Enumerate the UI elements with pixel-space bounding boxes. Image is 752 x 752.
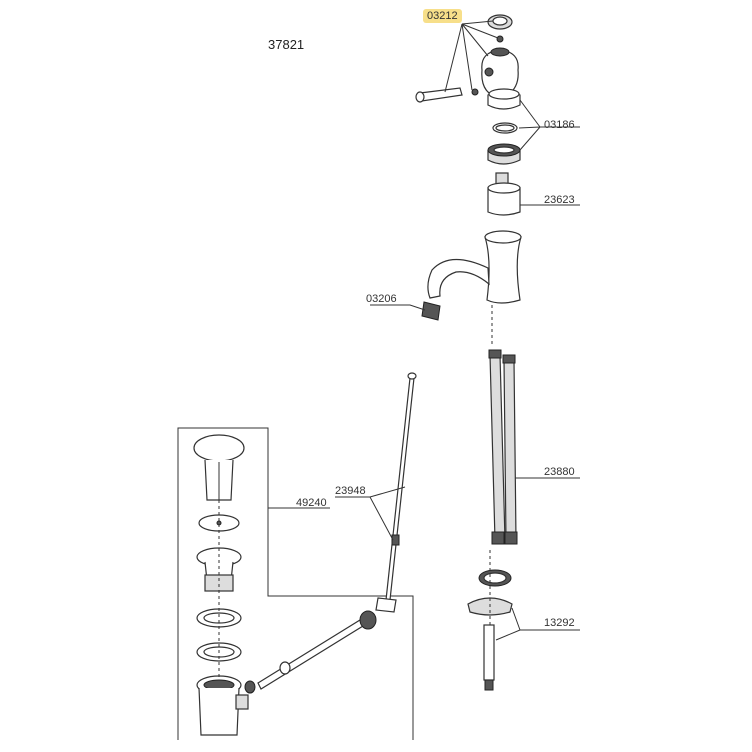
part-label-03206[interactable]: 03206 <box>366 293 397 305</box>
part-label-23948[interactable]: 23948 <box>335 485 366 497</box>
lift-rod[interactable] <box>375 372 417 613</box>
part-label-03212[interactable]: 03212 <box>423 9 462 23</box>
drain-assembly-box <box>177 427 414 740</box>
part-label-03186[interactable]: 03186 <box>544 119 575 131</box>
flex-hoses[interactable] <box>488 349 518 545</box>
faucet-body[interactable] <box>427 230 522 345</box>
part-label-13292[interactable]: 13292 <box>544 617 575 629</box>
aerator[interactable] <box>421 301 441 321</box>
part-label-23623[interactable]: 23623 <box>544 194 575 206</box>
part-label-49240[interactable]: 49240 <box>296 497 327 509</box>
cartridge[interactable] <box>487 172 521 216</box>
model-number: 37821 <box>268 37 305 52</box>
pop-up-drain[interactable] <box>193 434 377 736</box>
part-label-23880[interactable]: 23880 <box>544 466 575 478</box>
bonnet-rings[interactable] <box>487 88 521 165</box>
mounting-hardware[interactable] <box>467 550 513 691</box>
